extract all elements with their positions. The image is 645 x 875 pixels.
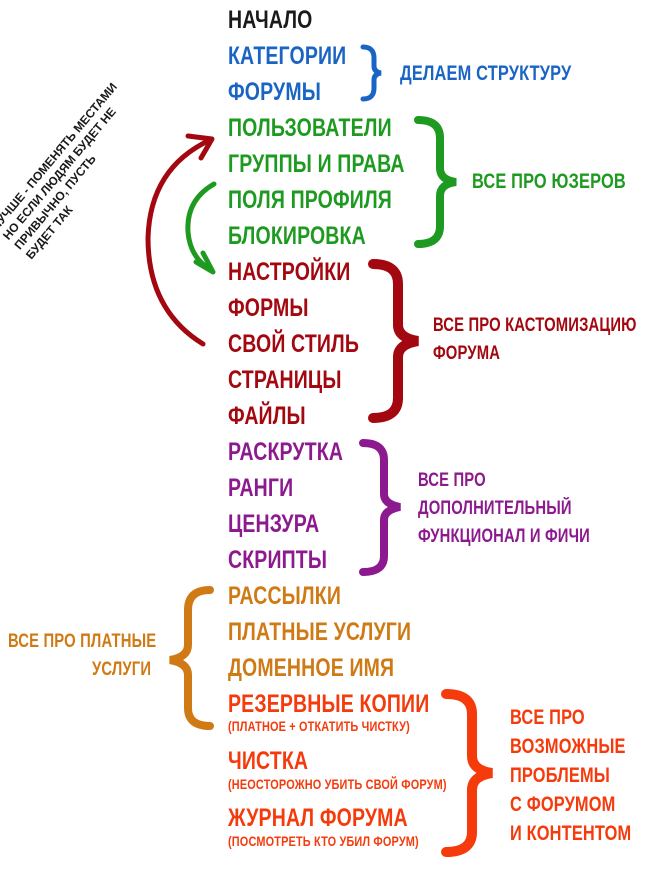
- green-arrow: [185, 181, 217, 271]
- item-profile-fields: ПОЛЯ ПРОФИЛЯ: [228, 186, 392, 214]
- item-groups: ГРУППЫ И ПРАВА: [228, 150, 405, 178]
- group-customization-line-1: ВСЕ ПРО КАСТОМИЗАЦИЮ: [433, 315, 637, 336]
- group-problems-line-3: ПРОБЛЕМЫ: [510, 764, 610, 787]
- group-customization-line-2: ФОРУМА: [433, 343, 501, 364]
- group-problems-line-4: С ФОРУМОМ: [510, 793, 616, 816]
- dark-red-arrow: [145, 137, 213, 347]
- item-ranks: РАНГИ: [228, 474, 294, 502]
- item-forum-log: ЖУРНАЛ ФОРУМА: [228, 804, 408, 832]
- brace-users: [414, 116, 457, 248]
- group-additional-line-2: ДОПОЛНИТЕЛЬНЫЙ: [418, 498, 572, 519]
- group-problems-line-5: И КОНТЕНТОМ: [510, 822, 632, 845]
- item-backups: РЕЗЕРВНЫЕ КОПИИ: [228, 690, 430, 718]
- item-backups-note: (ПЛАТНОЕ + ОТКАТИТЬ ЧИСТКУ): [228, 718, 410, 734]
- item-mailings: РАССЫЛКИ: [228, 582, 342, 610]
- item-promotion: РАСКРУТКА: [228, 438, 344, 466]
- item-categories: КАТЕГОРИИ: [228, 42, 347, 70]
- item-forum-log-note: (ПОСМОТРЕТЬ КТО УБИЛ ФОРУМ): [228, 833, 419, 849]
- group-structure: ДЕЛАЕМ СТРУКТУРУ: [400, 62, 572, 85]
- brace-problems: [441, 689, 493, 857]
- group-users: ВСЕ ПРО ЮЗЕРОВ: [472, 170, 626, 193]
- item-pages: СТРАНИЦЫ: [228, 366, 342, 394]
- group-problems-line-2: ВОЗМОЖНЫЕ: [510, 735, 626, 758]
- group-paid-line-1: ВСЕ ПРО ПЛАТНЫЕ: [8, 631, 157, 652]
- item-cleanup: ЧИСТКА: [228, 747, 309, 775]
- item-start: НАЧАЛО: [228, 6, 313, 34]
- item-own-style: СВОЙ СТИЛЬ: [228, 330, 360, 358]
- item-forums: ФОРУМЫ: [228, 78, 321, 106]
- group-additional-line-3: ФУНКЦИОНАЛ И ФИЧИ: [418, 526, 590, 547]
- item-users: ПОЛЬЗОВАТЕЛИ: [228, 114, 392, 142]
- green-arrowhead: [193, 250, 216, 275]
- item-domain-name: ДОМЕННОЕ ИМЯ: [228, 654, 395, 682]
- item-censorship: ЦЕНЗУРА: [228, 510, 320, 538]
- group-additional-line-1: ВСЕ ПРО: [418, 470, 486, 491]
- group-paid-line-2: УСЛУГИ: [92, 659, 152, 680]
- brace-structure: [360, 44, 382, 102]
- group-problems-line-1: ВСЕ ПРО: [510, 706, 585, 729]
- item-cleanup-note: (НЕОСТОРОЖНО УБИТЬ СВОЙ ФОРУМ): [228, 776, 447, 792]
- item-files: ФАЙЛЫ: [228, 402, 306, 430]
- item-scripts: СКРИПТЫ: [228, 546, 328, 574]
- brace-paid: [169, 586, 214, 730]
- item-forms: ФОРМЫ: [228, 294, 309, 322]
- item-settings: НАСТРОЙКИ: [228, 258, 351, 286]
- item-blocking: БЛОКИРОВКА: [228, 222, 366, 250]
- dark-red-arrowhead: [185, 133, 215, 161]
- item-paid-services: ПЛАТНЫЕ УСЛУГИ: [228, 618, 412, 646]
- brace-customization: [368, 259, 419, 423]
- brace-additional: [359, 439, 401, 576]
